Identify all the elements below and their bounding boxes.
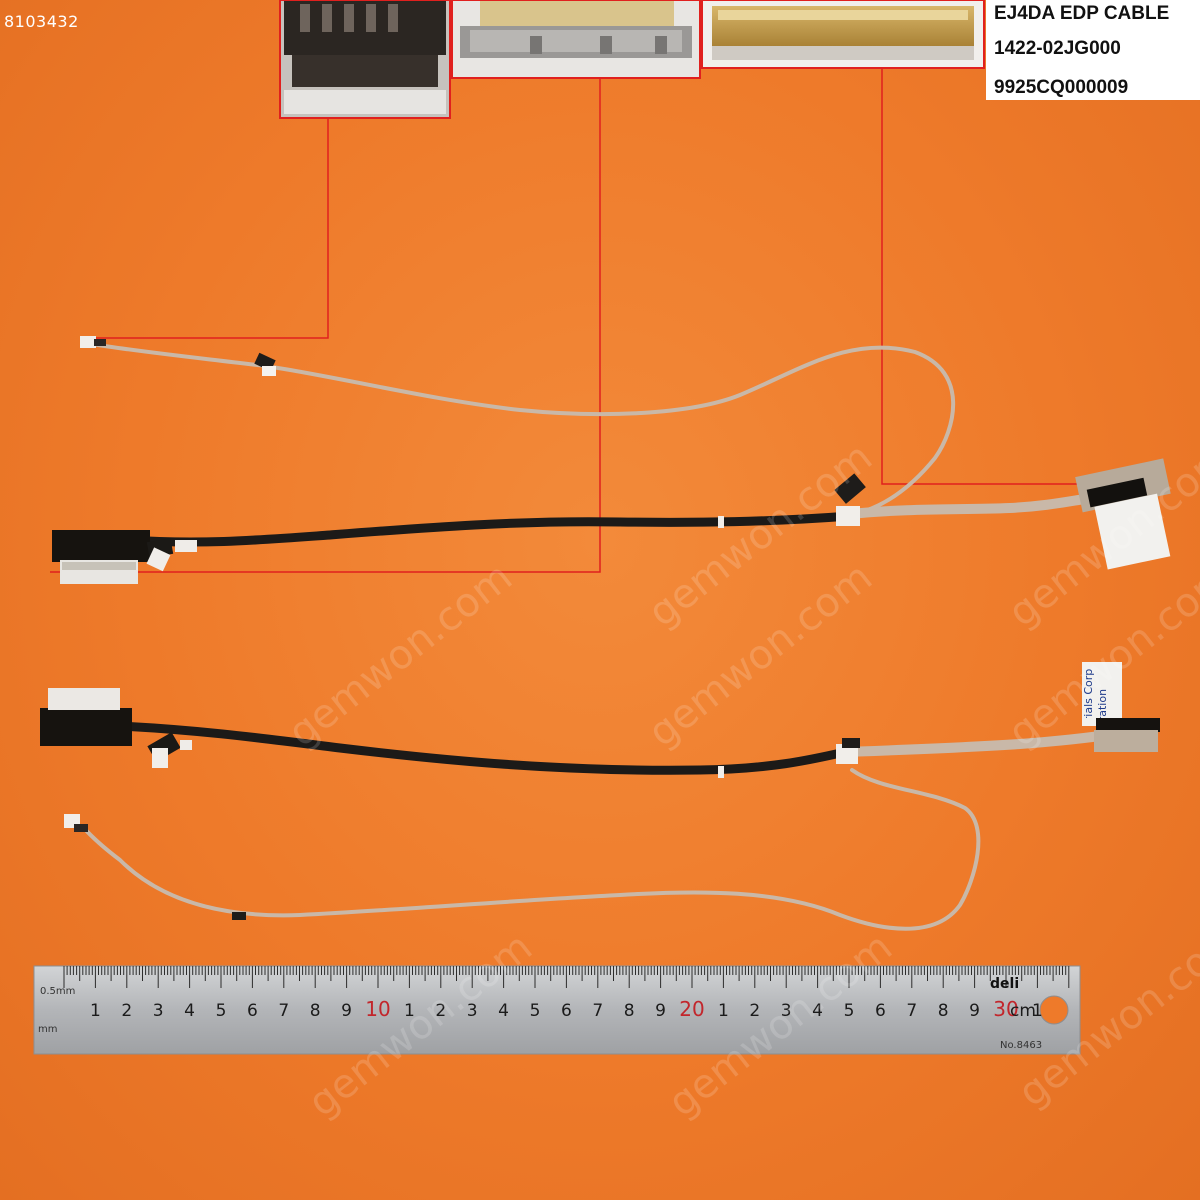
ruler-numeral: 20 xyxy=(679,997,704,1021)
ribbon-tab-print: erials Corp oration xyxy=(1082,668,1109,718)
ruler-brand: deli xyxy=(990,976,1019,992)
spec-serial-number: 9925CQ000009 xyxy=(994,77,1129,98)
ruler-model: No.8463 xyxy=(1000,1040,1042,1051)
ruler-numeral: 2 xyxy=(435,1001,446,1021)
inset-small-connector xyxy=(279,0,451,119)
ruler-numeral: 30 xyxy=(993,997,1018,1021)
ruler-numeral: 5 xyxy=(530,1001,541,1021)
spec-label-box xyxy=(986,0,1200,100)
inset-display-connector xyxy=(451,0,701,79)
cable-assembly-lower xyxy=(40,662,1160,931)
ruler-numeral: 8 xyxy=(938,1001,949,1021)
ruler-numeral: 3 xyxy=(781,1001,792,1021)
ruler-numeral: 9 xyxy=(341,1001,352,1021)
ruler-numeral: 2 xyxy=(749,1001,760,1021)
ruler-numeral: 1 xyxy=(718,1001,729,1021)
ruler-numeral: 4 xyxy=(498,1001,509,1021)
ruler-numeral: 4 xyxy=(812,1001,823,1021)
ruler-mm-label: mm xyxy=(38,1024,57,1035)
spec-part-number: 1422-02JG000 xyxy=(994,38,1121,59)
cable-assembly-upper xyxy=(52,336,1171,584)
ruler-numeral: 5 xyxy=(844,1001,855,1021)
ruler-unit: cm xyxy=(1010,1001,1036,1021)
ruler-numeral: 1 xyxy=(90,1001,101,1021)
ruler-numeral: 10 xyxy=(365,997,390,1021)
spec-title: EJ4DA EDP CABLE xyxy=(994,3,1170,24)
ruler-numeral: 8 xyxy=(624,1001,635,1021)
ruler-numeral: 7 xyxy=(906,1001,917,1021)
ruler-tick-marks xyxy=(63,966,1070,988)
ruler-numeral: 4 xyxy=(184,1001,195,1021)
ruler-numeral: 7 xyxy=(278,1001,289,1021)
ruler-numeral: 3 xyxy=(153,1001,164,1021)
ruler-numeral: 6 xyxy=(875,1001,886,1021)
ruler-numeral: 8 xyxy=(310,1001,321,1021)
inset-panel-connector xyxy=(701,0,985,69)
ruler-numeral: 1 xyxy=(1032,1001,1043,1021)
ruler-numeral: 1 xyxy=(404,1001,415,1021)
ruler-numeral: 3 xyxy=(467,1001,478,1021)
product-sku: 8103432 xyxy=(4,12,79,31)
ruler-numeral: 5 xyxy=(216,1001,227,1021)
ruler-numeral: 6 xyxy=(247,1001,258,1021)
ruler-numeral: 2 xyxy=(121,1001,132,1021)
ruler-offset-label: 0.5mm xyxy=(40,986,75,997)
ruler-numeral: 7 xyxy=(592,1001,603,1021)
ruler-numeral: 9 xyxy=(969,1001,980,1021)
callout-lines xyxy=(50,68,1146,573)
ruler-numeral: 6 xyxy=(561,1001,572,1021)
ruler-numeral: 9 xyxy=(655,1001,666,1021)
